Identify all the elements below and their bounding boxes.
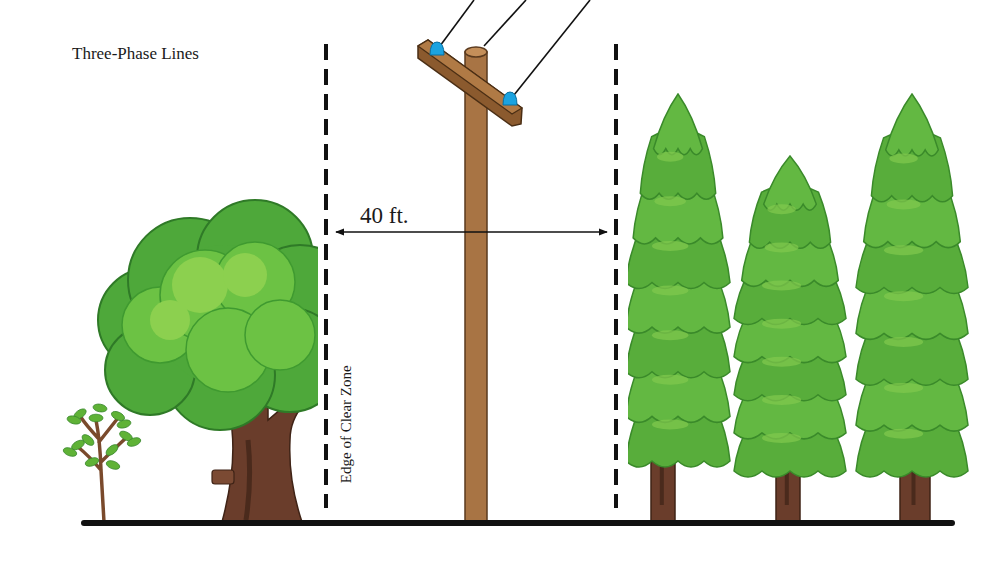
- foliage-highlight: [884, 291, 923, 301]
- utility-pole: [465, 47, 487, 524]
- foliage-layer: [886, 94, 939, 156]
- conifer-tree: [628, 94, 730, 523]
- leaf: [104, 443, 120, 458]
- foliage-highlight: [762, 433, 801, 443]
- conifer-tree: [734, 156, 846, 523]
- foliage-highlight: [652, 286, 688, 296]
- foliage-highlight: [884, 337, 923, 347]
- foliage-layer: [654, 94, 703, 155]
- leaf: [126, 436, 142, 448]
- foliage-highlight: [762, 395, 801, 405]
- conifer-trees: [626, 94, 968, 523]
- foliage-highlight: [762, 357, 801, 367]
- clear-zone-edges: [326, 44, 616, 508]
- foliage-highlight: [884, 245, 923, 255]
- leaf: [105, 459, 121, 471]
- leaf: [92, 403, 107, 413]
- diagram-title: Three-Phase Lines: [72, 45, 199, 64]
- foliage-highlight: [762, 281, 801, 291]
- leaf: [66, 415, 81, 426]
- leaf: [89, 414, 103, 422]
- foliage-highlight: [887, 199, 921, 209]
- leaf: [80, 433, 96, 448]
- sapling: [62, 403, 142, 522]
- foliage-highlight: [762, 319, 801, 329]
- dimension-arrow: [336, 231, 607, 233]
- foliage-highlight: [655, 196, 686, 206]
- foliage-highlight: [765, 242, 799, 252]
- deciduous-tree: [98, 200, 318, 522]
- edge-label: Edge of Clear Zone: [338, 365, 355, 483]
- crossarm: [418, 40, 522, 126]
- leaf: [116, 419, 131, 430]
- leaf: [62, 446, 78, 458]
- leaf: [84, 456, 100, 468]
- conifer-tree: [856, 94, 968, 523]
- foliage-highlight: [652, 375, 688, 385]
- foliage-highlight: [657, 152, 683, 162]
- foliage-layer: [764, 156, 817, 210]
- ground-line: [84, 520, 952, 526]
- foliage-highlight: [884, 429, 923, 439]
- dimension-label: 40 ft.: [360, 203, 409, 228]
- foliage-highlight: [652, 419, 688, 429]
- foliage-highlight: [652, 330, 688, 340]
- foliage-highlight: [889, 154, 917, 164]
- foliage-highlight: [652, 241, 688, 251]
- insulators: [430, 42, 517, 105]
- foliage-highlight: [884, 383, 923, 393]
- foliage-highlight: [767, 204, 795, 214]
